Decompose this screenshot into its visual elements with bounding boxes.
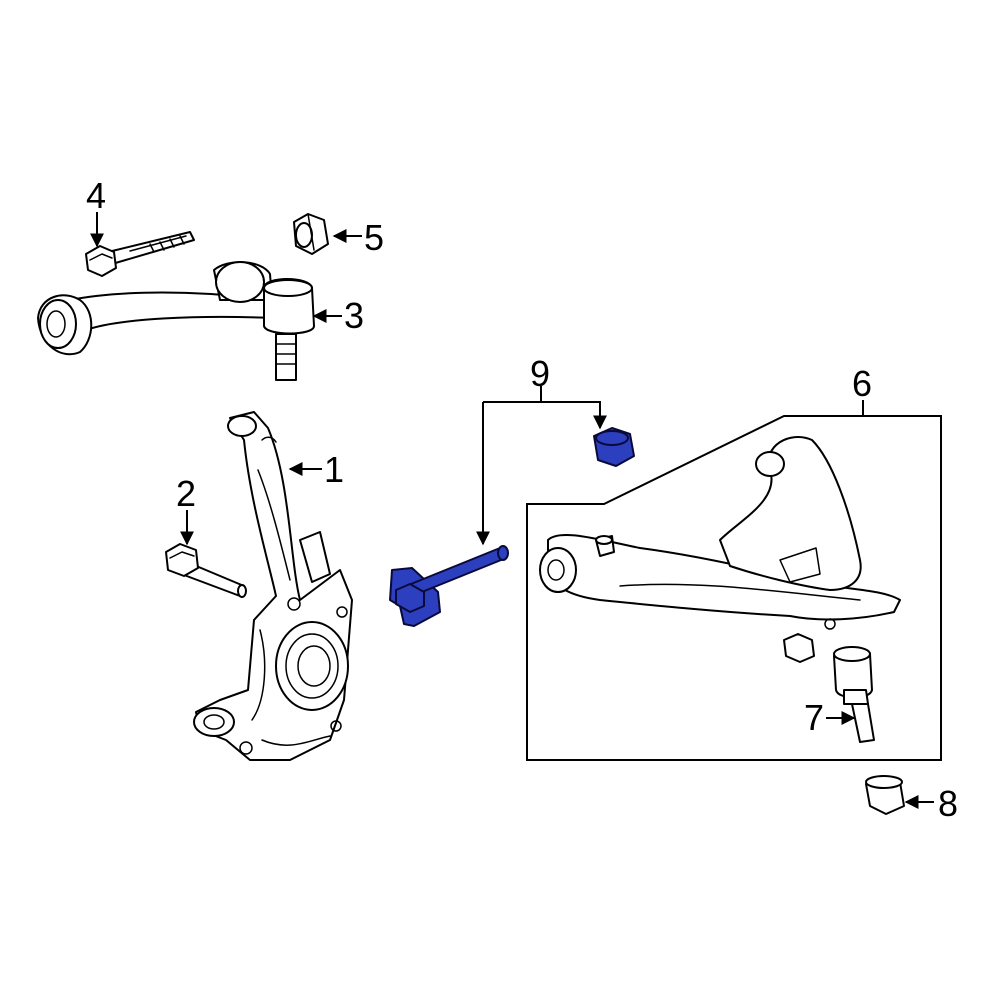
callout-4: 4	[86, 175, 106, 216]
part-6-box	[526, 415, 942, 761]
cam-bolt-head	[395, 583, 425, 613]
callout-8: 8	[938, 783, 958, 824]
ball-joint-nut[interactable]	[783, 633, 815, 663]
callout-6: 6	[852, 363, 872, 404]
knuckle-bolt[interactable]	[165, 543, 247, 598]
leader-9-bracket	[482, 386, 601, 542]
callout-2: 2	[176, 473, 196, 514]
callout-3: 3	[344, 295, 364, 336]
cam-bolt[interactable]	[389, 545, 509, 627]
steering-knuckle[interactable]	[193, 411, 353, 761]
upper-arm-nut[interactable]	[293, 213, 329, 255]
upper-control-arm[interactable]	[37, 261, 315, 381]
callout-7: 7	[804, 697, 824, 738]
cam-bolt-shank	[405, 547, 507, 597]
lower-control-arm[interactable]	[539, 435, 901, 630]
callout-9: 9	[530, 353, 550, 394]
ball-joint[interactable]	[833, 646, 875, 743]
callout-1: 1	[324, 449, 344, 490]
lower-nut[interactable]	[865, 775, 905, 815]
cam-nut[interactable]	[593, 427, 635, 467]
callout-5: 5	[364, 217, 384, 258]
upper-arm-bolt[interactable]	[85, 231, 195, 277]
